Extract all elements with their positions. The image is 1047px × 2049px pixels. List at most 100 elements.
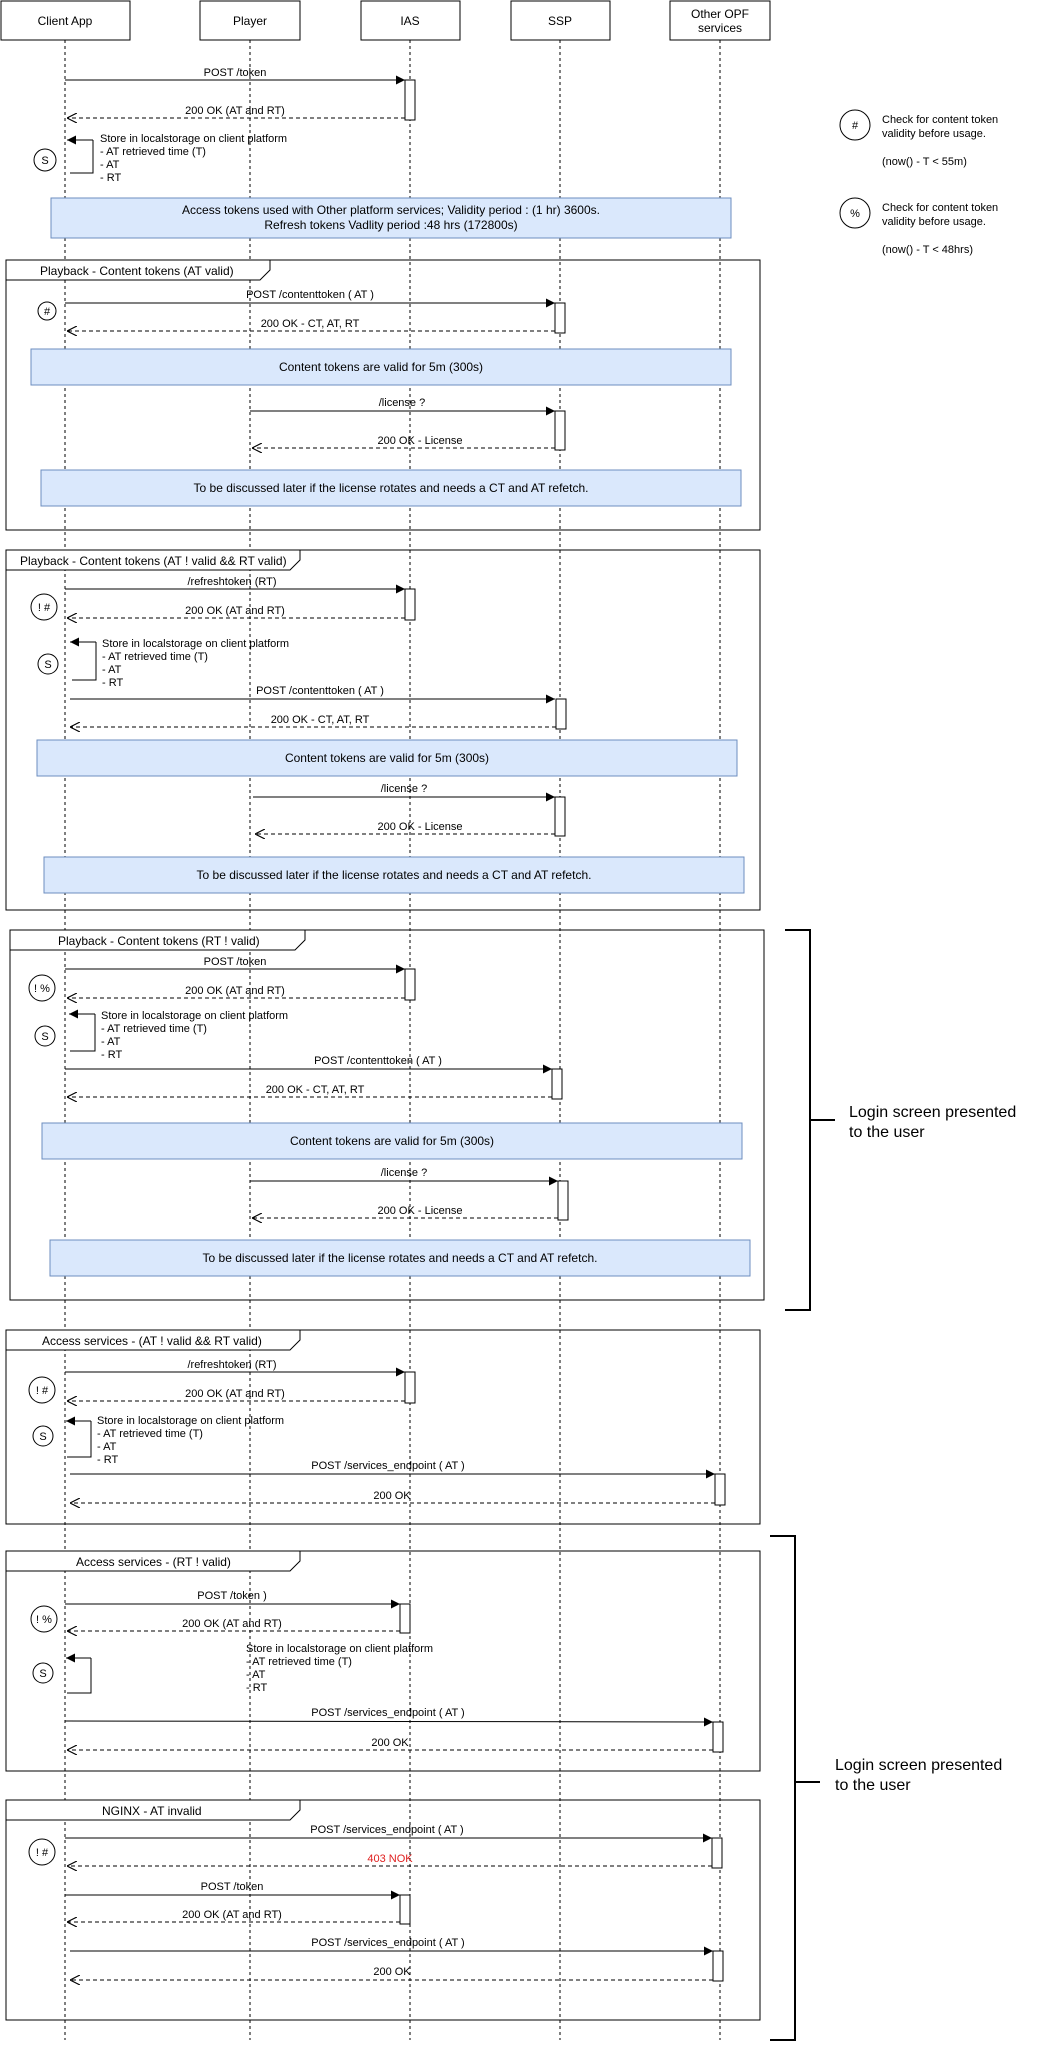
frame-playback-at-valid: Playback - Content tokens (AT valid) # P… [5, 259, 761, 531]
login-note-line: to the user [849, 1124, 925, 1141]
login-note-line: to the user [835, 1777, 911, 1794]
participant-ssp-label: SSP [548, 14, 572, 28]
activation-bar [712, 1721, 724, 1753]
license-note [40, 469, 742, 507]
return-label: 200 OK - License [378, 1205, 463, 1217]
legend-hash-line: validity before usage. [882, 128, 986, 140]
activation-bar [557, 1180, 569, 1221]
legend-hash-line: (now() - T < 55m) [882, 156, 967, 168]
store-note-line: Store in localstorage on client platform [246, 1643, 433, 1655]
legend-pct-symbol [839, 197, 871, 229]
store-note-line: - AT [97, 1441, 117, 1453]
content-token-note [36, 739, 738, 777]
login-note-line: Login screen presented [849, 1104, 1016, 1121]
store-note-line: - AT retrieved time (T) [246, 1656, 352, 1668]
store-note-line: - AT [246, 1669, 266, 1681]
return-label: 200 OK (AT and RT) [185, 985, 285, 997]
message-label: /license ? [381, 783, 427, 795]
not-pct-symbol-label: ! % [34, 983, 50, 995]
not-pct-symbol [30, 1605, 58, 1633]
self-store-arrow [70, 1014, 96, 1052]
frame-access-at-invalid-rt-valid: Access services - (AT ! valid && RT vali… [5, 1329, 761, 1525]
activation-bar [712, 1950, 724, 1982]
not-hash-symbol-label: ! # [36, 1385, 49, 1397]
bracket-shape [785, 929, 835, 1311]
not-hash-symbol [28, 1838, 56, 1866]
store-note-line: - RT [246, 1682, 267, 1694]
store-note-line: - RT [102, 677, 123, 689]
self-store-arrow [67, 1658, 92, 1694]
activation-bar [554, 302, 566, 334]
activation-bar [404, 968, 416, 1001]
login-bracket-2: Login screen presented to the user [770, 1535, 1002, 2041]
token-validity-note [50, 197, 732, 239]
activation-bar [399, 1894, 411, 1925]
frame-title: Access services - (AT ! valid && RT vali… [42, 1334, 262, 1348]
message-label: POST /token [204, 67, 267, 79]
not-hash-symbol [28, 1376, 56, 1404]
message-label: /license ? [379, 397, 425, 409]
frame-box [5, 549, 761, 911]
participant-ssp-box [510, 0, 611, 41]
frame-tab [5, 259, 271, 281]
store-symbol-label: S [39, 1668, 46, 1680]
message-label: POST /contenttoken ( AT ) [256, 685, 384, 697]
error-return-label: 403 NOK [367, 1853, 413, 1865]
message-label: POST /token [204, 956, 267, 968]
return-label: 200 OK [371, 1737, 409, 1749]
license-note-text: To be discussed later if the license rot… [194, 481, 589, 495]
login-bracket-1: Login screen presented to the user [785, 929, 1016, 1311]
store-note-line: - AT retrieved time (T) [100, 146, 206, 158]
message-label: /refreshtoken (RT) [187, 576, 276, 588]
activation-bar [554, 796, 566, 837]
message-label: POST /services_endpoint ( AT ) [311, 1460, 464, 1472]
store-symbol [37, 653, 59, 675]
frame-tab [9, 929, 306, 951]
not-hash-symbol-label: ! # [38, 602, 51, 614]
frame-box [5, 1329, 761, 1525]
return-label: 200 OK - License [378, 821, 463, 833]
hash-symbol [37, 301, 57, 321]
return-label: 200 OK (AT and RT) [182, 1618, 282, 1630]
not-pct-symbol [28, 974, 56, 1002]
token-validity-note-line: Access tokens used with Other platform s… [182, 203, 600, 217]
participant-client-label: Client App [38, 14, 93, 28]
intro-section: POST /token 200 OK (AT and RT) S Store i… [33, 67, 732, 239]
participant-opf-label-2: services [698, 21, 742, 35]
participant-ias-label: IAS [400, 14, 419, 28]
token-validity-note-line: Refresh tokens Vadlity period :48 hrs (1… [264, 218, 517, 232]
store-symbol [32, 1662, 54, 1684]
login-note-line: Login screen presented [835, 1757, 1002, 1774]
content-token-note-text: Content tokens are valid for 5m (300s) [285, 751, 489, 765]
store-note-line: - RT [97, 1454, 118, 1466]
participant-player-box [199, 0, 301, 41]
activation-bar [711, 1837, 723, 1869]
activation-bar [404, 588, 416, 621]
participant-opf-box [669, 0, 771, 41]
frame-tab [5, 1550, 301, 1572]
store-note-line: - AT retrieved time (T) [97, 1428, 203, 1440]
frame-box [5, 1550, 761, 1772]
message-label: POST /services_endpoint ( AT ) [310, 1824, 463, 1836]
not-hash-symbol-label: ! # [36, 1847, 49, 1859]
not-hash-symbol [30, 593, 58, 621]
store-symbol [34, 1025, 56, 1047]
participant-player-label: Player [233, 14, 267, 28]
store-note-line: - AT retrieved time (T) [101, 1023, 207, 1035]
store-note-line: - AT [101, 1036, 121, 1048]
store-symbol [32, 1425, 54, 1447]
self-store-arrow [72, 642, 97, 681]
return-label: 200 OK - CT, AT, RT [261, 318, 360, 330]
legend-pct-symbol-label: % [850, 208, 860, 220]
store-note-line: - AT [102, 664, 122, 676]
return-label: 200 OK (AT and RT) [182, 1909, 282, 1921]
message-label: POST /token [201, 1881, 264, 1893]
message-label: POST /services_endpoint ( AT ) [311, 1707, 464, 1719]
frame-title: Playback - Content tokens (RT ! valid) [58, 934, 260, 948]
not-pct-symbol-label: ! % [36, 1614, 52, 1626]
content-token-note [30, 348, 732, 386]
legend-hash-symbol [839, 109, 871, 141]
message-label: POST /contenttoken ( AT ) [314, 1055, 442, 1067]
activation-bar [555, 698, 567, 730]
